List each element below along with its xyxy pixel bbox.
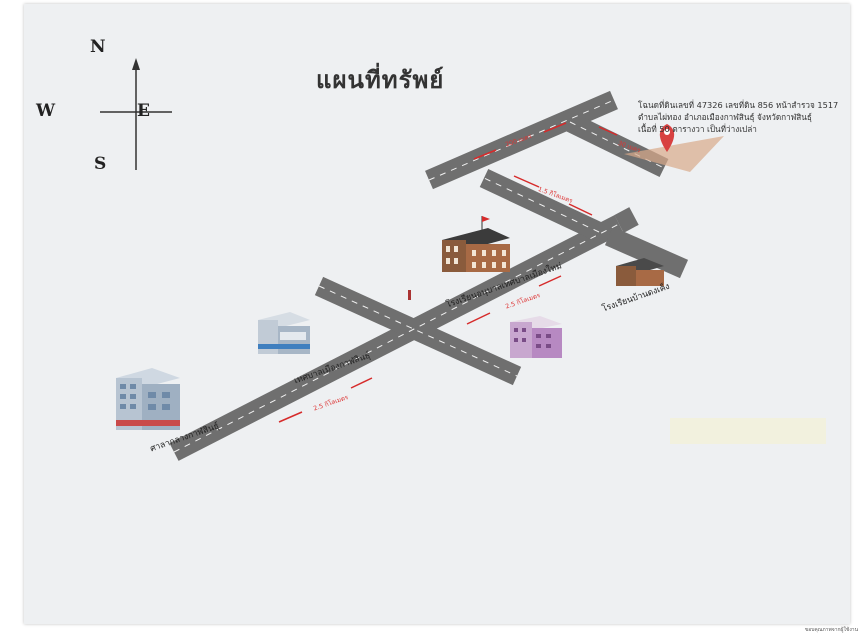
property-info: โฉนดที่ดินเลขที่ 47326 เลขที่ดิน 856 หน้… bbox=[638, 100, 862, 135]
info-line-2: ตำบลไผ่ทอง อำเภอเมืองกาฬสินธุ์ จังหวัดกา… bbox=[638, 111, 812, 122]
city-hall-icon bbox=[258, 312, 310, 354]
info-line-3: เนื้อที่ 50 ตารางวา เป็นที่ว่างเปล่า bbox=[638, 123, 757, 134]
hotel-icon bbox=[510, 316, 562, 358]
compass-south: S bbox=[94, 154, 107, 174]
school-small-icon bbox=[616, 258, 664, 286]
footnote: ขอบคุณภาพจากผู้ใช้งาน bbox=[804, 627, 858, 633]
map-title: แผนที่ทรัพย์ bbox=[316, 65, 445, 94]
school-big-icon bbox=[442, 216, 510, 272]
highlight-mark bbox=[670, 418, 826, 444]
info-line-1: โฉนดที่ดินเลขที่ 47326 เลขที่ดิน 856 หน้… bbox=[638, 100, 839, 110]
road-network bbox=[169, 90, 724, 461]
compass-west: W bbox=[36, 101, 56, 121]
building-tower-icon bbox=[116, 368, 180, 430]
map-sheet: แผนที่ทรัพย์ N W E S bbox=[24, 4, 850, 624]
compass-icon bbox=[100, 58, 172, 170]
compass-north: N bbox=[90, 37, 106, 57]
compass-east: E bbox=[137, 101, 150, 121]
